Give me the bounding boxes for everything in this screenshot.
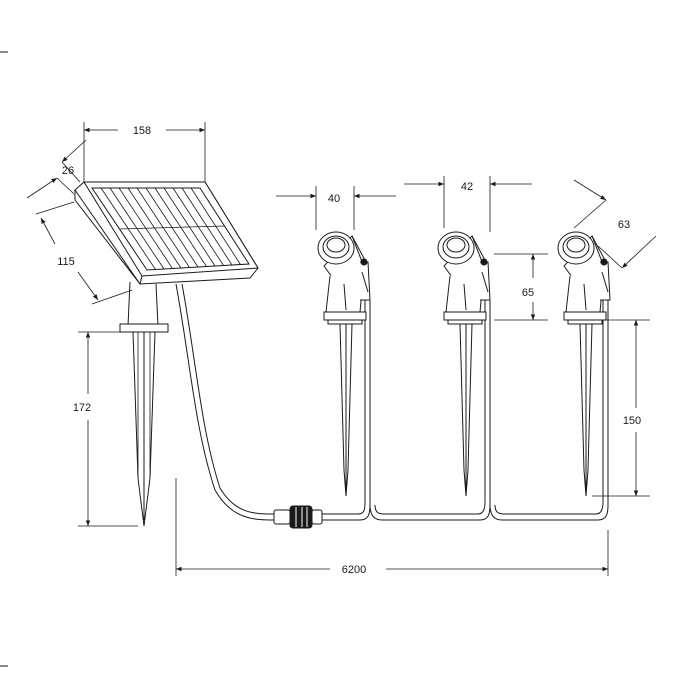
cable-connector [273,505,323,529]
spotlight-lens-ring [442,235,470,259]
cable [175,283,276,521]
panel-stake [119,323,169,527]
spotlight-1 [317,231,371,497]
spotlight-collar [563,311,607,321]
dim-light-stake-length: 150 [592,319,650,497]
spotlight-lens-outer [557,231,595,265]
dim-light-width-1-label: 40 [328,193,340,205]
spotlight-lens-ring [562,235,590,259]
spotlight-collar [323,311,367,321]
dim-light-head-diameter: 63 [573,179,657,269]
spotlight-2 [437,231,491,497]
solar-panel [74,181,259,285]
spotlight-pivot-screw [360,258,368,266]
dim-light-head-height: 65 [494,253,548,321]
spotlight-lens-outer [437,231,475,265]
dim-light-width-2: 42 [404,176,532,232]
dim-panel-depth: 115 [35,201,133,305]
panel-bracket [127,281,159,327]
dim-panel-thickness: 26 [26,139,87,199]
dim-stake-length-label: 172 [73,402,91,414]
dim-stake-length: 172 [73,331,138,527]
dim-panel-width: 158 [83,122,206,182]
dim-cable-length: 6200 [175,478,609,576]
dim-panel-width-label: 158 [133,125,151,137]
solar-cells-grid [100,187,241,270]
spotlight-collar [443,311,487,321]
spotlight-lens-ring [322,235,350,259]
dim-light-width-1: 40 [276,186,396,230]
dim-panel-thickness-label: 26 [62,165,74,177]
spotlight-lens-inner [446,237,466,253]
spotlight-pivot-screw [480,258,488,266]
dim-cable-length-label: 6200 [342,564,366,576]
dim-light-head-height-label: 65 [522,287,534,299]
spotlight-lens-outer [317,231,355,265]
spotlight-pivot-screw [600,258,608,266]
spotlight-lens-inner [566,237,586,253]
dim-light-head-diameter-label: 63 [618,219,630,231]
dim-light-stake-length-label: 150 [623,415,641,427]
spotlight-3 [557,231,611,497]
spotlight-lens-inner [326,237,346,253]
cable-runs [322,300,609,521]
dim-panel-depth-label: 115 [57,256,75,268]
dim-light-width-2-label: 42 [461,181,473,193]
